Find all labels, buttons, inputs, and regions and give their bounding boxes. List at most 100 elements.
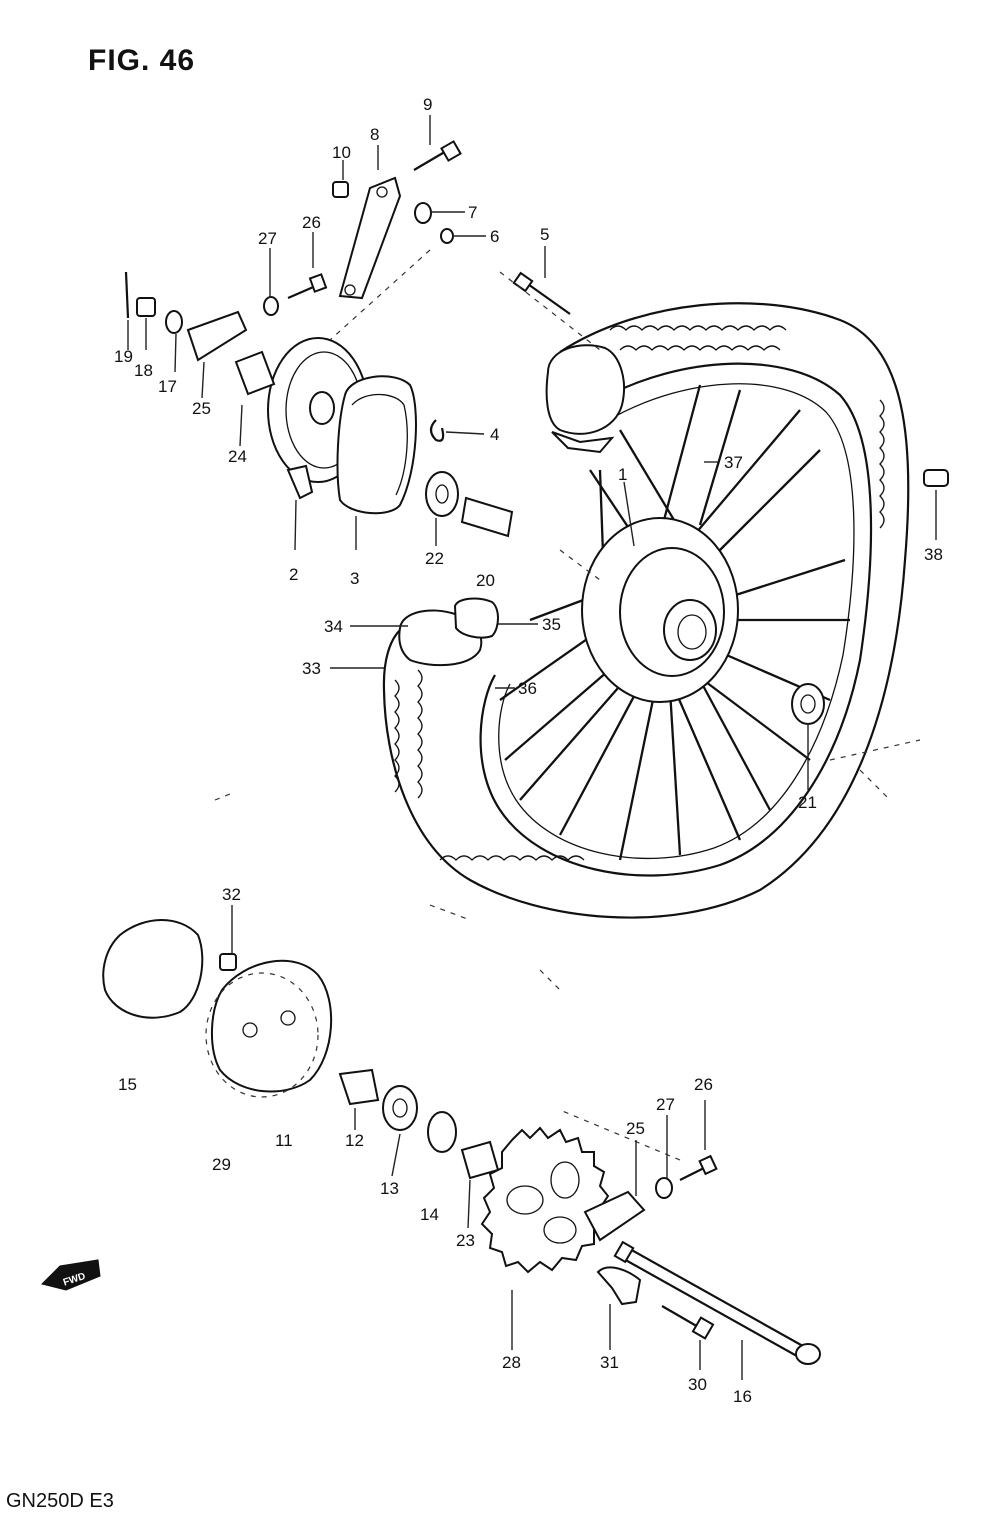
callout-29: 29 <box>212 1155 231 1174</box>
brake-panel-group <box>124 140 949 538</box>
axle-head <box>613 1240 635 1264</box>
washer-7 <box>414 202 432 224</box>
forward-direction-badge: FWD <box>41 1259 101 1291</box>
brake-shoes <box>336 375 417 515</box>
tire-valve-cap <box>512 271 534 293</box>
tire-valve <box>524 281 571 315</box>
callout-4: 4 <box>490 425 499 444</box>
nut-18 <box>136 297 156 317</box>
chain-adjuster-25-lower <box>583 1190 646 1242</box>
bearing-22 <box>425 471 459 517</box>
nut-32 <box>219 953 237 971</box>
bolt-9 <box>413 149 449 171</box>
cotter-pin-19 <box>124 271 130 319</box>
drum-hole-b <box>280 1010 296 1026</box>
bolt-9-head <box>440 140 462 162</box>
rim-inner <box>498 383 855 860</box>
bearing-22-inner <box>435 484 449 504</box>
callout-14: 14 <box>420 1205 439 1224</box>
callout-26-upper: 26 <box>302 213 321 232</box>
callout-37: 37 <box>724 453 743 472</box>
lever-hole-top <box>376 186 388 198</box>
callout-3: 3 <box>350 569 359 588</box>
tire-cut-upper <box>545 344 626 435</box>
callout-11: 11 <box>275 1131 293 1150</box>
callout-31: 31 <box>600 1353 619 1372</box>
bolt-26-head <box>308 273 328 293</box>
callout-27-upper: 27 <box>258 229 277 248</box>
callout-32: 32 <box>222 885 241 904</box>
callout-21: 21 <box>798 793 817 812</box>
callout-38: 38 <box>924 545 943 564</box>
callout-8: 8 <box>370 125 379 144</box>
rear-sprocket-28 <box>480 1126 610 1274</box>
washer-27-lower <box>655 1177 673 1199</box>
callout-13: 13 <box>380 1179 399 1198</box>
chain-adjuster-25 <box>186 310 248 362</box>
callout-22: 22 <box>425 549 444 568</box>
hub-bore-inner <box>677 614 707 650</box>
tire-outer <box>382 302 910 919</box>
chain-adjuster-31 <box>596 1266 642 1306</box>
oil-seal-14 <box>427 1111 457 1153</box>
lever-hole-bottom <box>344 284 356 296</box>
callout-28: 28 <box>502 1353 521 1372</box>
callout-16: 16 <box>733 1387 752 1406</box>
drum-outline-29 <box>205 972 319 1098</box>
callout-36: 36 <box>518 679 537 698</box>
callout-19: 19 <box>114 347 133 366</box>
callout-30: 30 <box>688 1375 707 1394</box>
callout-18: 18 <box>134 361 153 380</box>
callout-labels: 1 2 3 4 5 6 7 8 9 10 11 12 13 14 15 16 1… <box>114 95 943 1406</box>
rear-wheel-assembly <box>382 302 910 919</box>
callout-6: 6 <box>490 227 499 246</box>
washer-6 <box>440 228 454 244</box>
leader-lines <box>127 115 937 1380</box>
callout-25-upper: 25 <box>192 399 211 418</box>
tube-cut-upper <box>551 431 615 454</box>
washer-17 <box>165 310 183 334</box>
brake-panel-boss <box>309 391 335 425</box>
callout-34: 34 <box>324 617 343 636</box>
rear-axle-16-edge <box>621 1257 805 1361</box>
bearing-13 <box>382 1085 418 1131</box>
bolt-30-head <box>691 1316 715 1340</box>
sprocket-cutout-b <box>550 1161 580 1199</box>
drum-hole-a <box>242 1022 258 1038</box>
axle-end <box>795 1343 821 1365</box>
shoe-spring <box>429 419 445 442</box>
sprocket-cutout-a <box>506 1185 544 1215</box>
brake-cam-lever <box>338 176 402 300</box>
spacer-20 <box>460 496 514 538</box>
rim-outer <box>479 362 873 877</box>
callout-25-lower: 25 <box>626 1119 645 1138</box>
bearing-21 <box>791 683 825 725</box>
callout-20: 20 <box>476 571 495 590</box>
callout-33: 33 <box>302 659 321 678</box>
valve-nut-38 <box>923 469 949 487</box>
sprocket-group <box>102 919 821 1365</box>
sprocket-drum-11 <box>211 959 333 1093</box>
callout-17: 17 <box>158 377 177 396</box>
callout-35: 35 <box>542 615 561 634</box>
callout-24: 24 <box>228 447 247 466</box>
sprocket-cutout-c <box>543 1216 577 1244</box>
model-code: GN250D E3 <box>6 1490 114 1512</box>
figure-title: FIG. 46 <box>88 44 196 77</box>
callout-9: 9 <box>423 95 432 114</box>
callout-27-lower: 27 <box>656 1095 675 1114</box>
callout-2: 2 <box>289 565 298 584</box>
callout-10: 10 <box>332 143 351 162</box>
brake-panel-arm <box>286 464 314 500</box>
bearing-21-inner <box>800 694 816 714</box>
bolt-30 <box>661 1305 701 1329</box>
callout-12: 12 <box>345 1131 364 1150</box>
spacer-12 <box>338 1068 380 1106</box>
rear-axle-16 <box>627 1247 811 1351</box>
brake-shoe-lining <box>351 393 408 496</box>
callout-23: 23 <box>456 1231 475 1250</box>
hub-bore <box>663 599 717 661</box>
callout-5: 5 <box>540 225 549 244</box>
